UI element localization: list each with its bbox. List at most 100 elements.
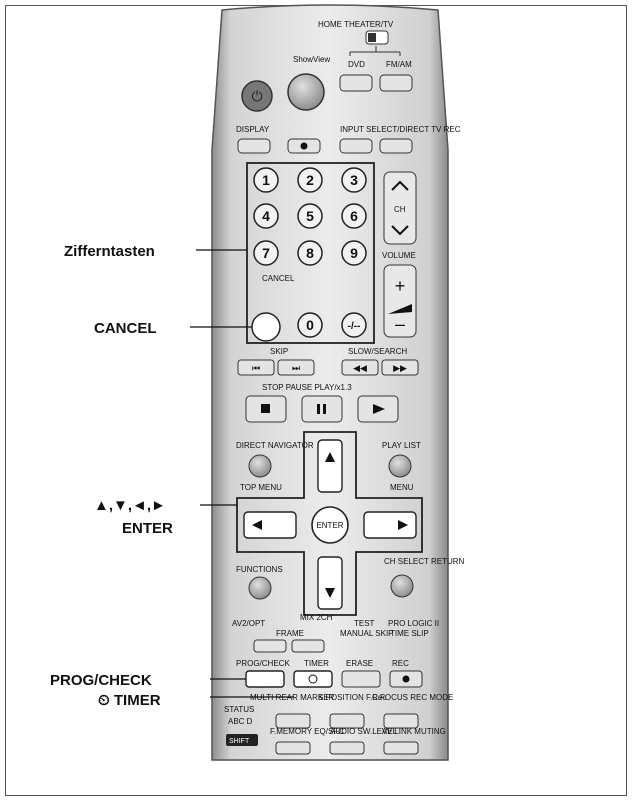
multi-rear-button[interactable] xyxy=(275,713,311,729)
number-key-1[interactable] xyxy=(253,167,279,193)
skip-back-button[interactable] xyxy=(237,359,275,376)
rec-dot-icon xyxy=(402,675,410,683)
number-key-6[interactable] xyxy=(341,203,367,229)
input-select-button[interactable] xyxy=(339,138,373,154)
erase-button[interactable] xyxy=(341,670,381,688)
direct-navigator-label: DIRECT NAVIGATOR xyxy=(236,441,314,450)
up-arrow-icon xyxy=(325,452,335,462)
right-arrow-button[interactable] xyxy=(363,511,417,539)
skip-forward-button[interactable] xyxy=(277,359,315,376)
skip-back-icon: ⏮ xyxy=(252,363,260,373)
volume-rocker[interactable] xyxy=(383,264,417,338)
cancel-key[interactable] xyxy=(251,312,281,342)
mix-2ch-label: MIX 2CH xyxy=(300,613,333,622)
manual-skip-label: MANUAL SKIP xyxy=(340,629,394,638)
left-arrow-icon xyxy=(252,520,262,530)
number-key-4-label: 4 xyxy=(262,208,270,224)
audio-button[interactable] xyxy=(329,741,365,755)
enter-callout: ENTER xyxy=(122,520,173,537)
dvd-label: DVD xyxy=(348,60,365,69)
pro-logic-label: PRO LOGIC II xyxy=(388,619,439,628)
display-label: DISPLAY xyxy=(236,125,270,134)
direct-navigator-button[interactable] xyxy=(248,454,272,478)
frame-forward-button[interactable] xyxy=(291,639,325,653)
number-key-9[interactable] xyxy=(341,240,367,266)
skip-label: SKIP xyxy=(270,347,288,356)
fmemory-label: F.MEMORY EQ/SFC xyxy=(270,727,344,736)
number-key-5[interactable] xyxy=(297,203,323,229)
stop-pause-play-label: STOP PAUSE PLAY/x1.3 xyxy=(262,383,352,392)
top-menu-label: TOP MENU xyxy=(240,483,282,492)
volume-up-icon: + xyxy=(395,276,406,296)
number-key-0-label: 0 xyxy=(306,317,314,333)
frame-label: FRAME xyxy=(276,629,304,638)
number-key-8-label: 8 xyxy=(306,245,314,261)
dvd-button[interactable] xyxy=(339,74,373,92)
home-theater-label: HOME THEATER/TV xyxy=(318,20,394,29)
pause-icon-bar xyxy=(323,404,326,414)
time-slip-label: TIME SLIP xyxy=(390,629,429,638)
sposition-label: S.POSITION F.Rec xyxy=(318,693,386,702)
number-key-7-label: 7 xyxy=(262,245,270,261)
number-key-9-label: 9 xyxy=(350,245,358,261)
number-keys-box xyxy=(246,162,375,344)
volume-down-icon: – xyxy=(395,314,405,334)
number-key-0[interactable] xyxy=(297,312,323,338)
avlink-button[interactable] xyxy=(383,741,419,755)
fast-forward-icon: ▶▶ xyxy=(393,363,407,373)
shift-button[interactable] xyxy=(226,734,258,746)
ch-label: CH xyxy=(394,205,406,214)
down-arrow-button[interactable] xyxy=(317,556,343,610)
volume-wedge-icon xyxy=(388,304,412,314)
frame-back-button[interactable] xyxy=(253,639,287,653)
left-arrow-button[interactable] xyxy=(243,511,297,539)
display-button[interactable] xyxy=(237,138,271,154)
fmam-button[interactable] xyxy=(379,74,413,92)
channel-down-icon xyxy=(391,225,409,236)
functions-button[interactable] xyxy=(248,576,272,600)
number-key-2[interactable] xyxy=(297,167,323,193)
prog-check-button[interactable] xyxy=(245,670,285,688)
skip-forward-icon: ⏭ xyxy=(292,363,300,373)
return-button[interactable] xyxy=(390,574,414,598)
number-key-6-label: 6 xyxy=(350,208,358,224)
shift-label: SHIFT xyxy=(229,738,250,745)
enter-button[interactable] xyxy=(311,506,349,544)
sposition-button[interactable] xyxy=(329,713,365,729)
showview-label: ShowView xyxy=(293,55,330,64)
pause-button[interactable] xyxy=(301,395,343,423)
channel-up-icon xyxy=(391,180,409,191)
number-key-7[interactable] xyxy=(253,240,279,266)
erase-small-label: ERASE xyxy=(346,659,373,668)
dash-key[interactable] xyxy=(341,312,367,338)
av2-opt-label: AV2/OPT xyxy=(232,619,265,628)
rewind-button[interactable] xyxy=(341,359,379,376)
timer-button[interactable] xyxy=(293,670,333,688)
direct-tv-rec-button[interactable] xyxy=(379,138,413,154)
test-label: TEST xyxy=(354,619,375,628)
prog-check-small-label: PROG/CHECK xyxy=(236,659,290,668)
up-arrow-button[interactable] xyxy=(317,439,343,493)
fmemory-button[interactable] xyxy=(275,741,311,755)
input-select-label: INPUT SELECT/DIRECT TV REC xyxy=(340,125,461,134)
status-label: STATUS xyxy=(224,705,254,714)
fast-forward-button[interactable] xyxy=(381,359,419,376)
switch-knob xyxy=(368,33,376,42)
number-key-8[interactable] xyxy=(297,240,323,266)
number-key-2-label: 2 xyxy=(306,172,314,188)
showview-button[interactable] xyxy=(287,73,325,111)
ch-select-return-label: CH SELECT RETURN xyxy=(384,557,465,566)
play-list-button[interactable] xyxy=(388,454,412,478)
power-button[interactable] xyxy=(241,80,273,112)
arrows-callout: ▲,▼,◄,► xyxy=(94,497,166,514)
number-key-4[interactable] xyxy=(253,203,279,229)
pause-icon xyxy=(317,404,320,414)
record-dot-icon xyxy=(300,142,308,150)
abc-label: ABC D xyxy=(228,717,253,726)
stop-icon xyxy=(261,404,270,413)
cfocus-button[interactable] xyxy=(383,713,419,729)
dash-key-label: -/-- xyxy=(348,321,361,332)
number-key-3[interactable] xyxy=(341,167,367,193)
menu-label: MENU xyxy=(390,483,414,492)
